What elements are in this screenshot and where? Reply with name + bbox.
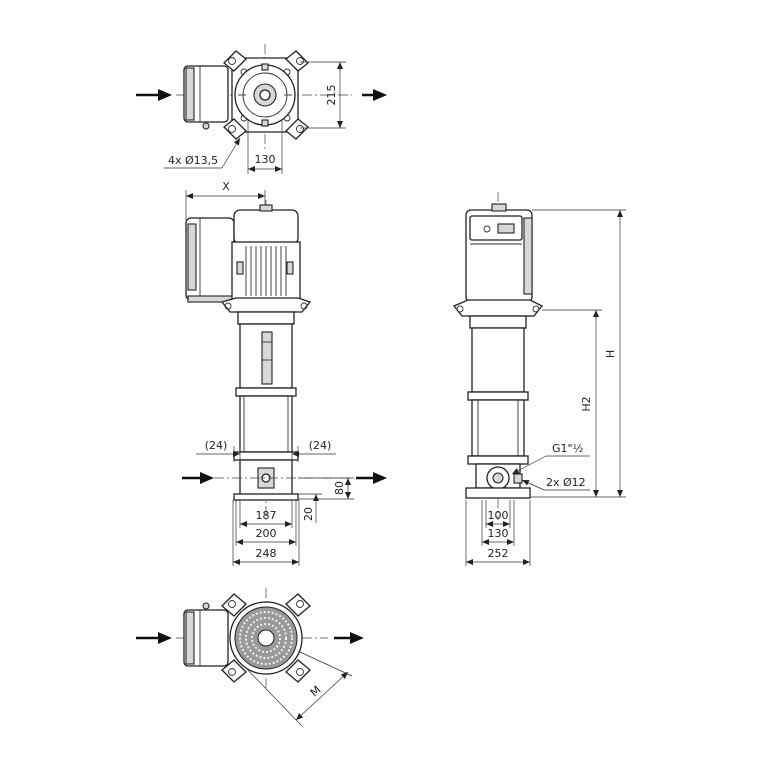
holes-label: 4x Ø13,5 bbox=[168, 154, 218, 167]
fan-grille bbox=[234, 606, 298, 670]
side-coupling bbox=[471, 327, 525, 393]
side-holes-label: 2x Ø12 bbox=[546, 476, 586, 489]
dim-side-130-label: 130 bbox=[488, 527, 509, 540]
front-terminal-box bbox=[185, 217, 235, 303]
terminal-box bbox=[183, 65, 229, 130]
front-motor-flange bbox=[220, 297, 312, 325]
dim-80-label: 80 bbox=[333, 481, 346, 495]
dim-248-label: 248 bbox=[256, 547, 277, 560]
dim-200-label: 200 bbox=[256, 527, 277, 540]
dim-130-label: 130 bbox=[255, 153, 276, 166]
top-view: 215 130 4x Ø13,5 bbox=[136, 44, 387, 174]
dim-x-label: X bbox=[222, 180, 230, 193]
dim-187-label: 187 bbox=[256, 509, 277, 522]
dim-215-label: 215 bbox=[325, 85, 338, 106]
bottom-terminal-box bbox=[183, 602, 229, 667]
front-outlet-arrow-icon bbox=[356, 472, 387, 484]
front-pump-stack bbox=[233, 395, 299, 461]
bottom-inlet-arrow-icon bbox=[136, 632, 172, 644]
side-motor bbox=[465, 203, 533, 303]
dim-h-label: H bbox=[604, 350, 617, 358]
connection-label: G1"½ bbox=[552, 442, 583, 455]
dim-252-label: 252 bbox=[488, 547, 509, 560]
side-pump-stack bbox=[467, 399, 529, 465]
side-pump-base bbox=[465, 463, 531, 499]
top-flange bbox=[223, 50, 309, 140]
front-inlet-arrow-icon bbox=[182, 472, 214, 484]
dim-h2-label: H2 bbox=[580, 396, 593, 411]
side-view: H H2 G1"½ 2x Ø12 100 130 252 bbox=[452, 192, 626, 566]
bottom-outlet-arrow-icon bbox=[334, 632, 364, 644]
dim-20-label: 20 bbox=[302, 507, 315, 521]
front-pump-base bbox=[233, 459, 299, 501]
dim-100-label: 100 bbox=[488, 509, 509, 522]
bottom-view: M bbox=[136, 588, 364, 727]
front-coupling bbox=[235, 323, 297, 397]
outlet-arrow-icon bbox=[362, 89, 387, 101]
front-motor bbox=[231, 204, 301, 301]
front-view: X bbox=[182, 180, 387, 566]
flange-left-label: (24) bbox=[205, 439, 228, 452]
inlet-arrow-icon bbox=[136, 89, 172, 101]
flange-right-label: (24) bbox=[309, 439, 332, 452]
side-motor-flange bbox=[452, 299, 544, 329]
